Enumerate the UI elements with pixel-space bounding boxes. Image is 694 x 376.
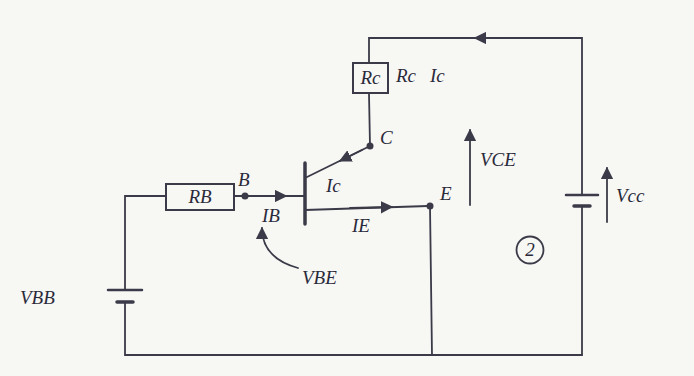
current-label: Ic — [430, 66, 445, 85]
collector-lead — [305, 146, 370, 178]
vce-arrow — [469, 130, 471, 205]
collector-dot — [367, 143, 374, 150]
pin-name: B — [238, 170, 250, 189]
ic-top-arrow — [475, 37, 500, 39]
base-dot — [242, 193, 249, 200]
vbe-arrow — [262, 228, 298, 268]
vcc-arrow — [606, 168, 608, 222]
resistor-box: Rc — [352, 62, 389, 94]
resistor-label: Rc — [396, 66, 416, 85]
current-label: Ic — [326, 176, 341, 195]
transistor-base-bar — [303, 163, 307, 224]
emitter-lead — [305, 206, 428, 210]
voltage-label: VBE — [302, 268, 337, 287]
loop-number: 2 — [515, 235, 545, 265]
current-label: IE — [352, 216, 370, 235]
supply-return — [581, 206, 583, 355]
collector-wire — [369, 94, 370, 146]
ie-arrow — [350, 207, 392, 208]
emitter-wire — [430, 206, 432, 355]
circle-outline — [517, 237, 544, 264]
resistor-box: RB — [165, 183, 235, 211]
voltage-label: VCE — [480, 150, 516, 169]
node-text: 2 — [525, 239, 535, 261]
node-text: Rc — [360, 67, 380, 89]
ib-arrow — [258, 195, 286, 197]
supply-wire — [369, 38, 582, 195]
emitter-dot — [427, 203, 434, 210]
voltage-label: Vcc — [616, 186, 644, 205]
node-text: RB — [188, 186, 211, 208]
pin-name: E — [440, 184, 452, 203]
vbb-battery-plate — [117, 300, 133, 304]
ic-arrow — [340, 150, 362, 161]
pin-name: C — [380, 128, 393, 147]
ground-rail — [125, 302, 582, 355]
current-label: IB — [262, 206, 280, 225]
vbb-battery-plate — [108, 289, 142, 292]
vcc-battery-plate — [566, 194, 598, 197]
base-wire — [125, 196, 165, 290]
voltage-label: VBB — [20, 288, 55, 307]
